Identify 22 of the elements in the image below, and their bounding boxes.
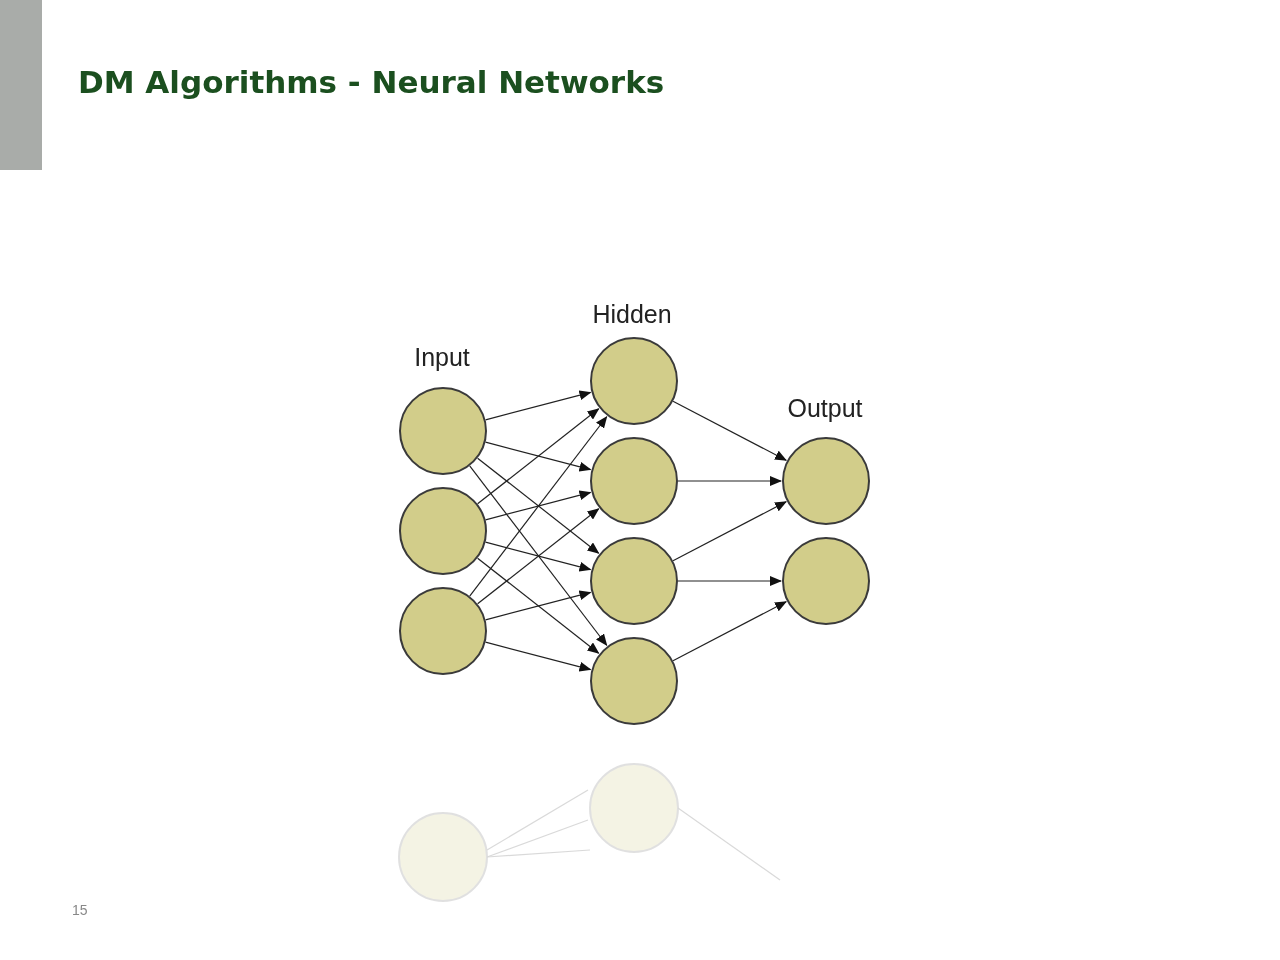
arrow: [477, 557, 600, 654]
arrow: [484, 490, 592, 521]
arrow: [677, 576, 782, 586]
arrow: [484, 541, 592, 572]
arrow: [677, 476, 782, 486]
page-number: 15: [72, 902, 88, 918]
arrow: [672, 400, 787, 461]
arrow: [484, 390, 592, 421]
arrow: [484, 441, 592, 472]
layer-label: Input: [414, 343, 470, 372]
arrow: [484, 590, 592, 621]
arrow: [469, 465, 608, 647]
layer-label: Output: [787, 394, 863, 423]
arrow: [477, 408, 600, 505]
arrow: [672, 601, 787, 662]
slide-title: DM Algorithms - Neural Networks: [78, 64, 665, 100]
arrow: [477, 457, 600, 554]
layer-label: Hidden: [592, 300, 672, 329]
arrow: [477, 508, 600, 605]
arrow: [469, 415, 608, 597]
arrow: [484, 641, 592, 672]
arrow: [672, 501, 787, 562]
